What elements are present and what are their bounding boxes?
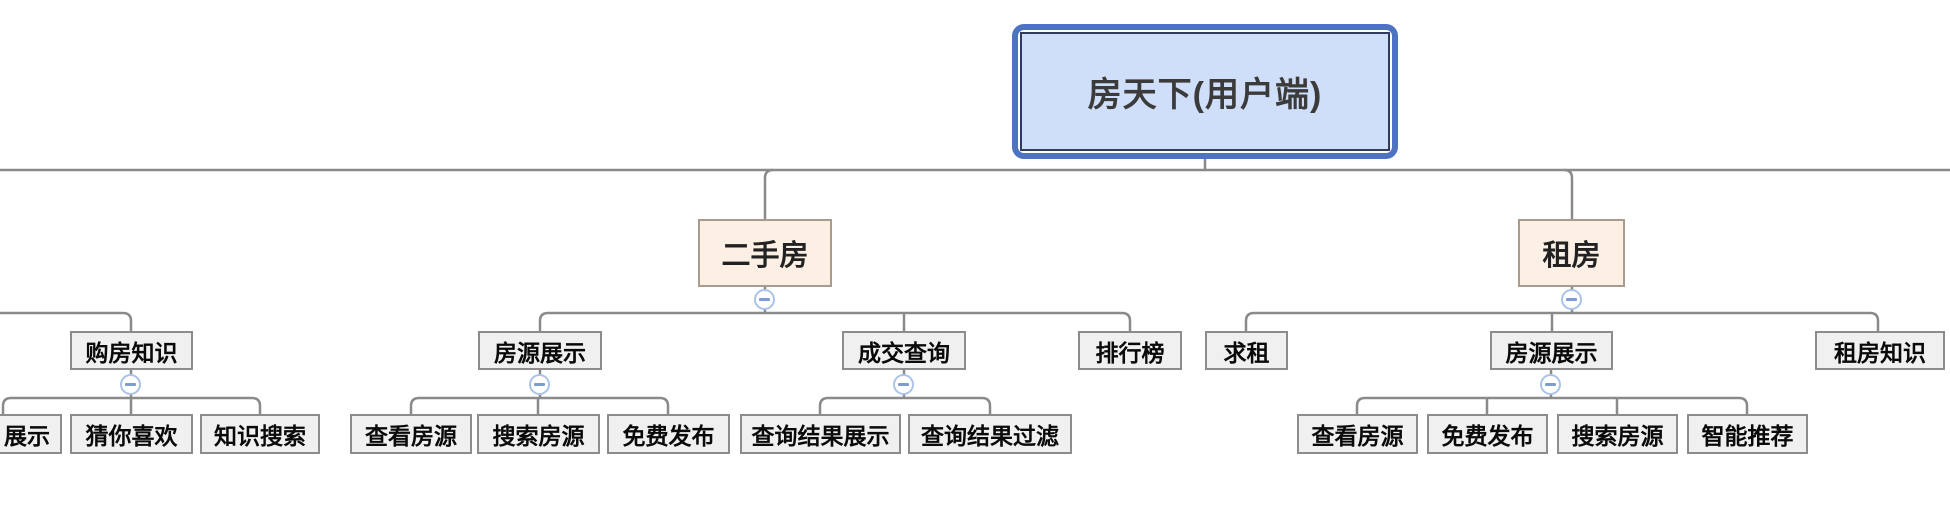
node-search-listings-rent[interactable]: 搜索房源: [1557, 414, 1678, 454]
minus-icon: [898, 383, 909, 386]
node-display-partial[interactable]: 展示: [0, 414, 62, 454]
connector-rail-secondhand: [538, 311, 1132, 331]
collapse-toggle-buy-knowledge[interactable]: [120, 374, 141, 395]
node-buy-knowledge[interactable]: 购房知识: [70, 331, 193, 370]
node-search-listings-secondhand[interactable]: 搜索房源: [477, 414, 600, 454]
collapse-toggle-listing-secondhand[interactable]: [529, 374, 550, 395]
minus-icon: [1545, 383, 1556, 386]
node-ranking[interactable]: 排行榜: [1078, 331, 1182, 370]
node-deal-query[interactable]: 成交查询: [842, 331, 966, 370]
node-root[interactable]: 房天下(用户端): [1012, 24, 1398, 159]
connector-rail-deal-query: [818, 396, 992, 414]
node-view-listings-rent[interactable]: 查看房源: [1297, 414, 1418, 454]
node-secondhand-house[interactable]: 二手房: [698, 219, 832, 287]
connector-drop-secondhand: [763, 168, 774, 219]
node-seek-rent[interactable]: 求租: [1205, 331, 1288, 370]
node-query-result-display[interactable]: 查询结果展示: [740, 414, 901, 454]
node-rent-knowledge[interactable]: 租房知识: [1815, 331, 1945, 370]
node-knowledge-search[interactable]: 知识搜索: [200, 414, 320, 454]
minus-icon: [1566, 298, 1577, 301]
node-listing-display-secondhand[interactable]: 房源展示: [478, 331, 602, 370]
node-smart-recommend[interactable]: 智能推荐: [1687, 414, 1808, 454]
collapse-toggle-listing-rent[interactable]: [1540, 374, 1561, 395]
node-free-publish-secondhand[interactable]: 免费发布: [607, 414, 730, 454]
connector-rail-offscreen-parent: [0, 311, 133, 331]
collapse-toggle-secondhand[interactable]: [754, 289, 775, 310]
connector-rail-listing-rent: [1355, 396, 1749, 414]
node-query-result-filter[interactable]: 查询结果过滤: [908, 414, 1072, 454]
collapse-toggle-deal-query[interactable]: [893, 374, 914, 395]
collapse-toggle-rent[interactable]: [1561, 289, 1582, 310]
connector-drop-rent: [1563, 168, 1574, 219]
minus-icon: [534, 383, 545, 386]
node-view-listings-secondhand[interactable]: 查看房源: [350, 414, 472, 454]
node-listing-display-rent[interactable]: 房源展示: [1490, 331, 1613, 370]
node-root-label: 房天下(用户端): [1020, 32, 1390, 151]
connector-rail-listing-secondhand: [409, 396, 670, 414]
minus-icon: [759, 298, 770, 301]
minus-icon: [125, 383, 136, 386]
node-guess-you-like[interactable]: 猜你喜欢: [70, 414, 193, 454]
node-rent-house[interactable]: 租房: [1518, 219, 1625, 287]
connector-rail-rent: [1244, 311, 1880, 331]
node-free-publish-rent[interactable]: 免费发布: [1427, 414, 1548, 454]
